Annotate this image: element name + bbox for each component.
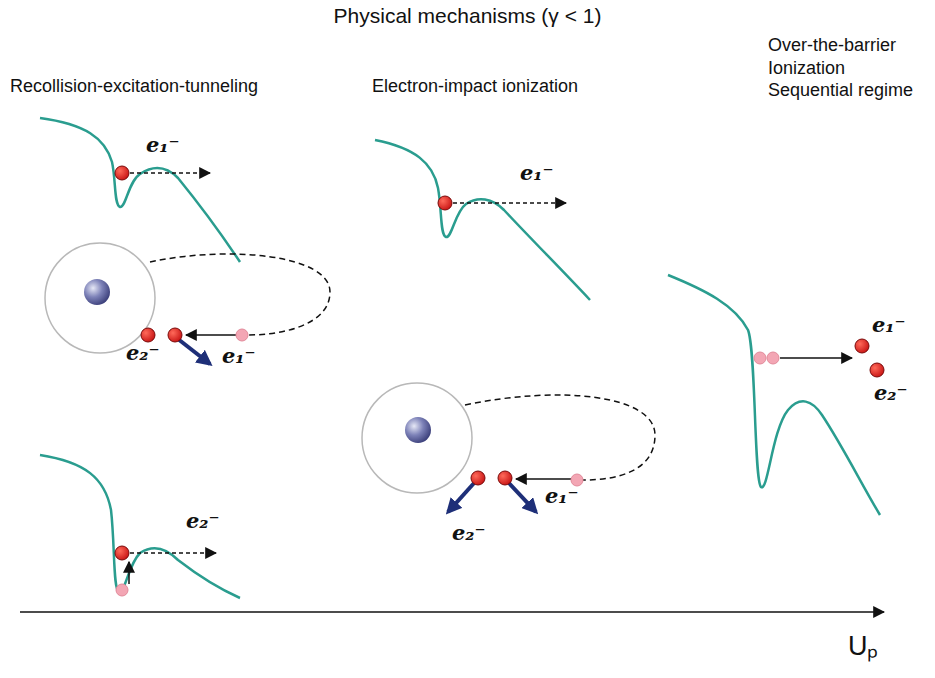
electron-label: e₂⁻	[452, 520, 486, 545]
electron-dot	[115, 166, 884, 560]
mechanism-heading: Over-the-barrier Ionization Sequential r…	[768, 34, 926, 102]
scattered-electron-arrows	[178, 339, 536, 512]
electron-label: e₂⁻	[126, 340, 160, 365]
electron-label: e₁⁻	[872, 312, 906, 337]
tunneling-arrows	[130, 173, 566, 553]
electron-label: e₂⁻	[874, 380, 908, 405]
electron-label: e₁⁻	[146, 132, 180, 157]
atom	[45, 243, 472, 493]
mechanism-heading: Recollision-excitation-tunneling	[10, 76, 258, 97]
electron-label: e₁⁻	[222, 343, 256, 368]
intensity-axis	[20, 612, 884, 613]
faded-electron-dot	[116, 329, 779, 596]
electron-label: e₁⁻	[520, 160, 554, 185]
diagram-title: Physical mechanisms (γ < 1)	[0, 4, 935, 28]
electron-label: e₂⁻	[186, 508, 220, 533]
electron-trajectory	[129, 254, 852, 584]
mechanism-heading: Electron-impact ionization	[372, 76, 578, 97]
potential-curve	[40, 118, 880, 598]
axis-label: Uₚ	[848, 626, 879, 663]
electron-label: e₁⁻	[545, 483, 579, 508]
